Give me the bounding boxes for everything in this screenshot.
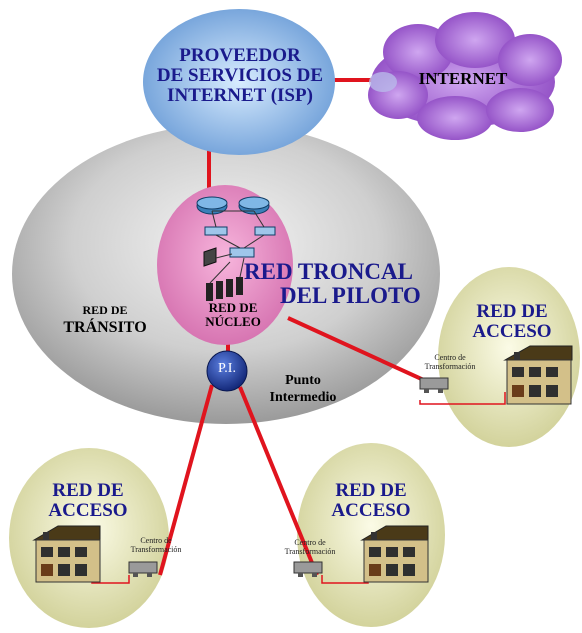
core-network-area (157, 185, 293, 345)
links (158, 78, 429, 576)
isp-label-line3: INTERNET (ISP) (167, 84, 313, 106)
access-left-label: RED DE ACCESO (38, 481, 138, 521)
access-right-label: RED DE ACCESO (462, 302, 562, 342)
transit-label: RED DE TRÁNSITO (50, 304, 160, 336)
transformer-left-label-line1: Centro de (140, 536, 172, 545)
transformer-center-label: Centro de Transformación (270, 538, 350, 557)
access-right-label-line1: RED DE (476, 301, 548, 322)
transformer-right-label: Centro de Transformación (410, 353, 490, 372)
house-center-icon (360, 525, 429, 583)
backbone-label: RED TRONCAL DEL PILOTO (244, 259, 424, 309)
transformer-center-icon (293, 561, 323, 577)
transformer-left-icon (128, 561, 158, 577)
link-pi-access-center (238, 386, 319, 576)
pi-node (206, 350, 248, 392)
pi-label: Punto Intermedio (258, 373, 348, 405)
house-right-icon (503, 345, 573, 405)
access-left-label-line1: RED DE (52, 480, 124, 501)
internet-cloud (368, 12, 562, 140)
transformer-center-label-line2: Transformación (284, 546, 336, 556)
transit-label-line1: RED DE (82, 303, 128, 317)
link-core-access-right (287, 316, 429, 384)
house-left-icon (32, 525, 101, 583)
access-center-label-line2: ACCESO (331, 499, 411, 521)
transformer-right-label-line2: Transformación (424, 361, 476, 371)
backbone-label-line1: RED TRONCAL (244, 259, 413, 284)
transformer-right-label-line1: Centro de (434, 353, 466, 362)
access-center-label-line1: RED DE (335, 480, 407, 501)
transformer-right-icon (419, 377, 449, 393)
access-left-label-line2: ACCESO (48, 499, 128, 521)
core-label-line1: RED DE (208, 300, 258, 315)
core-equipment-icon (196, 196, 276, 301)
internet-label: INTERNET (418, 69, 508, 88)
isp-label: PROVEEDOR DE SERVICIOS DE INTERNET (ISP) (150, 46, 330, 106)
pi-label-line1: Punto (285, 373, 321, 388)
access-right-label-line2: ACCESO (472, 320, 552, 342)
isp-label-line1: PROVEEDOR (179, 45, 301, 66)
access-center-label: RED DE ACCESO (321, 481, 421, 521)
core-label: RED DE NÚCLEO (196, 301, 270, 328)
transformer-left-label-line2: Transformación (130, 544, 182, 554)
isp-label-line2: DE SERVICIOS DE (156, 64, 324, 86)
transformer-center-label-line1: Centro de (294, 538, 326, 547)
transformer-left-label: Centro de Transformación (116, 536, 196, 555)
pi-label-line2: Intermedio (269, 389, 337, 405)
transit-label-line2: TRÁNSITO (63, 318, 147, 336)
pi-badge-text: P.I. (218, 361, 236, 376)
core-label-line2: NÚCLEO (205, 313, 261, 329)
backbone-label-line2: DEL PILOTO (280, 283, 421, 309)
link-pi-access-left (158, 384, 214, 576)
isp-node (143, 9, 335, 155)
